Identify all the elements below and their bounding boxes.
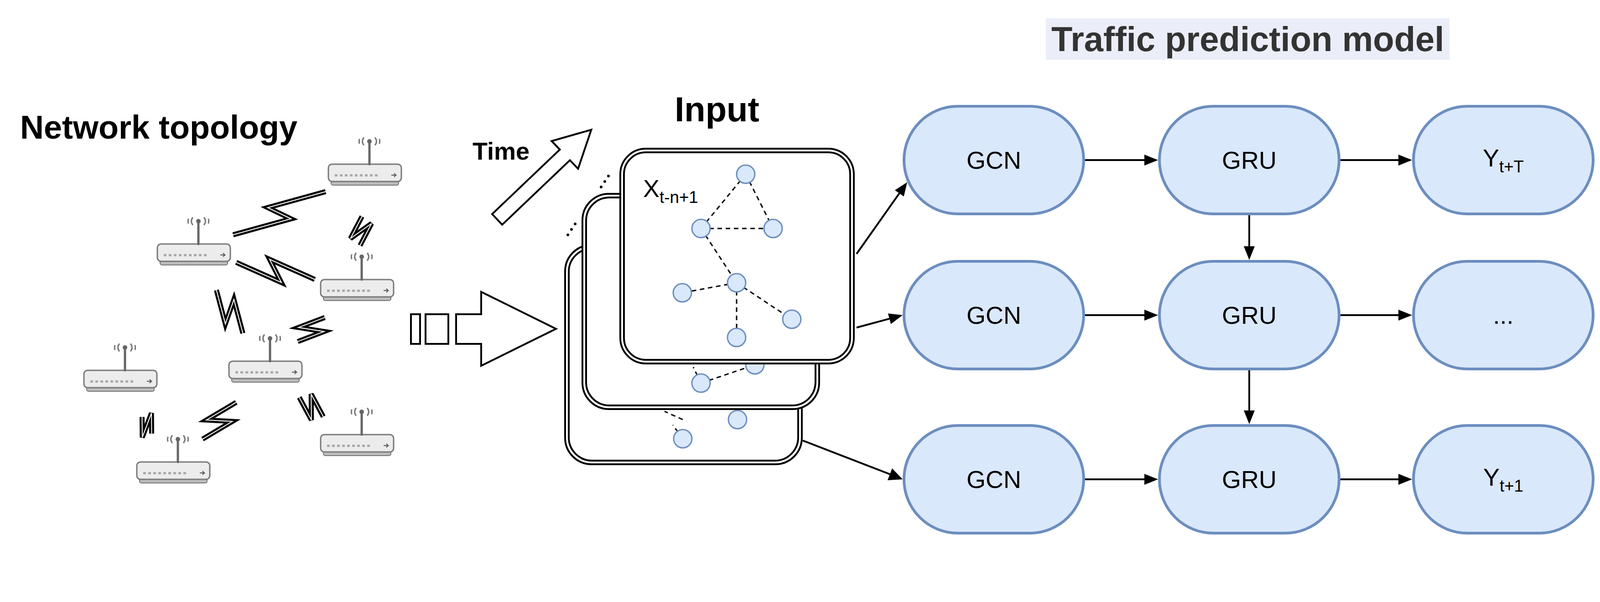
wireless-link	[233, 191, 326, 235]
router-icon	[83, 343, 157, 392]
wireless-link	[216, 290, 244, 334]
node-text: GCN	[966, 301, 1022, 329]
flow-arrow	[1243, 215, 1255, 260]
wireless-link	[236, 259, 315, 283]
wireless-link	[141, 413, 152, 438]
wireless-link-inner	[216, 290, 244, 334]
flow-arrow	[1085, 473, 1159, 485]
wireless-link	[297, 317, 325, 342]
input-link-head	[887, 468, 903, 481]
input-link	[802, 440, 901, 479]
flow-arrow	[1340, 154, 1413, 166]
process-pill: GCN	[902, 259, 1086, 371]
wireless-link	[299, 394, 324, 421]
flow-arrow	[856, 181, 908, 254]
node-label: GCN	[966, 145, 1022, 175]
subscript: t-n+1	[659, 187, 699, 207]
router-icon	[320, 253, 394, 301]
node-label: Yt+T	[1482, 143, 1524, 177]
node-label: GCN	[966, 465, 1022, 494]
wireless-link	[202, 402, 237, 440]
subscript: t+T	[1499, 157, 1524, 177]
node-label: GRU	[1221, 465, 1277, 494]
section-label: Input	[674, 89, 760, 130]
wireless-link-inner	[236, 259, 315, 283]
node-text: GRU	[1221, 146, 1277, 174]
input-arrow	[410, 291, 556, 366]
input-frame: Xt-n+1	[619, 147, 855, 365]
wireless-link-inner	[350, 216, 372, 246]
node-text: Y	[1482, 144, 1500, 172]
node-label: GRU	[1221, 301, 1277, 330]
node-label: ...	[1492, 301, 1514, 330]
process-pill: GCN	[902, 424, 1086, 535]
process-pill: Yt+T	[1412, 104, 1595, 216]
node-label: GCN	[966, 301, 1022, 330]
node-text: GCN	[966, 146, 1022, 174]
process-pill: GCN	[902, 104, 1086, 216]
node-text: GRU	[1221, 465, 1277, 494]
process-pill: GRU	[1158, 424, 1341, 535]
flow-arrow	[856, 313, 903, 328]
process-pill: GRU	[1158, 259, 1341, 371]
flow-arrow	[1340, 473, 1413, 485]
frame-label: Xt-n+1	[643, 174, 699, 208]
node-text: ...	[1492, 301, 1514, 329]
node-label: Yt+1	[1483, 462, 1524, 496]
wireless-link-inner	[233, 191, 326, 235]
process-pill: ...	[1412, 259, 1595, 371]
router-icon	[136, 435, 210, 484]
wireless-link-inner	[297, 317, 325, 342]
router-icon	[157, 217, 231, 265]
router-icon	[228, 334, 302, 383]
node-label: GRU	[1221, 145, 1277, 175]
flow-arrow	[1085, 309, 1159, 321]
variable-name: X	[643, 174, 660, 203]
node-text: GRU	[1221, 301, 1277, 329]
router-icon	[328, 137, 402, 186]
node-text: GCN	[966, 465, 1022, 494]
flow-arrow	[1085, 154, 1159, 166]
axis-label: Time	[472, 136, 530, 166]
wireless-link-inner	[299, 394, 324, 421]
process-pill: GRU	[1158, 104, 1341, 216]
subscript: t+1	[1499, 476, 1524, 496]
network-topology	[83, 137, 402, 484]
flow-arrow	[1243, 370, 1255, 425]
section-label: Network topology	[20, 108, 298, 146]
flow-arrow	[1340, 309, 1413, 321]
wireless-link-inner	[202, 402, 237, 440]
input-frame-ground	[619, 147, 855, 365]
wireless-link-inner	[141, 413, 152, 438]
section-title: Traffic prediction model	[1045, 18, 1450, 60]
wireless-link	[350, 216, 372, 246]
node-text: Y	[1483, 463, 1500, 491]
process-pill: Yt+1	[1412, 424, 1595, 535]
router-icon	[320, 408, 394, 456]
